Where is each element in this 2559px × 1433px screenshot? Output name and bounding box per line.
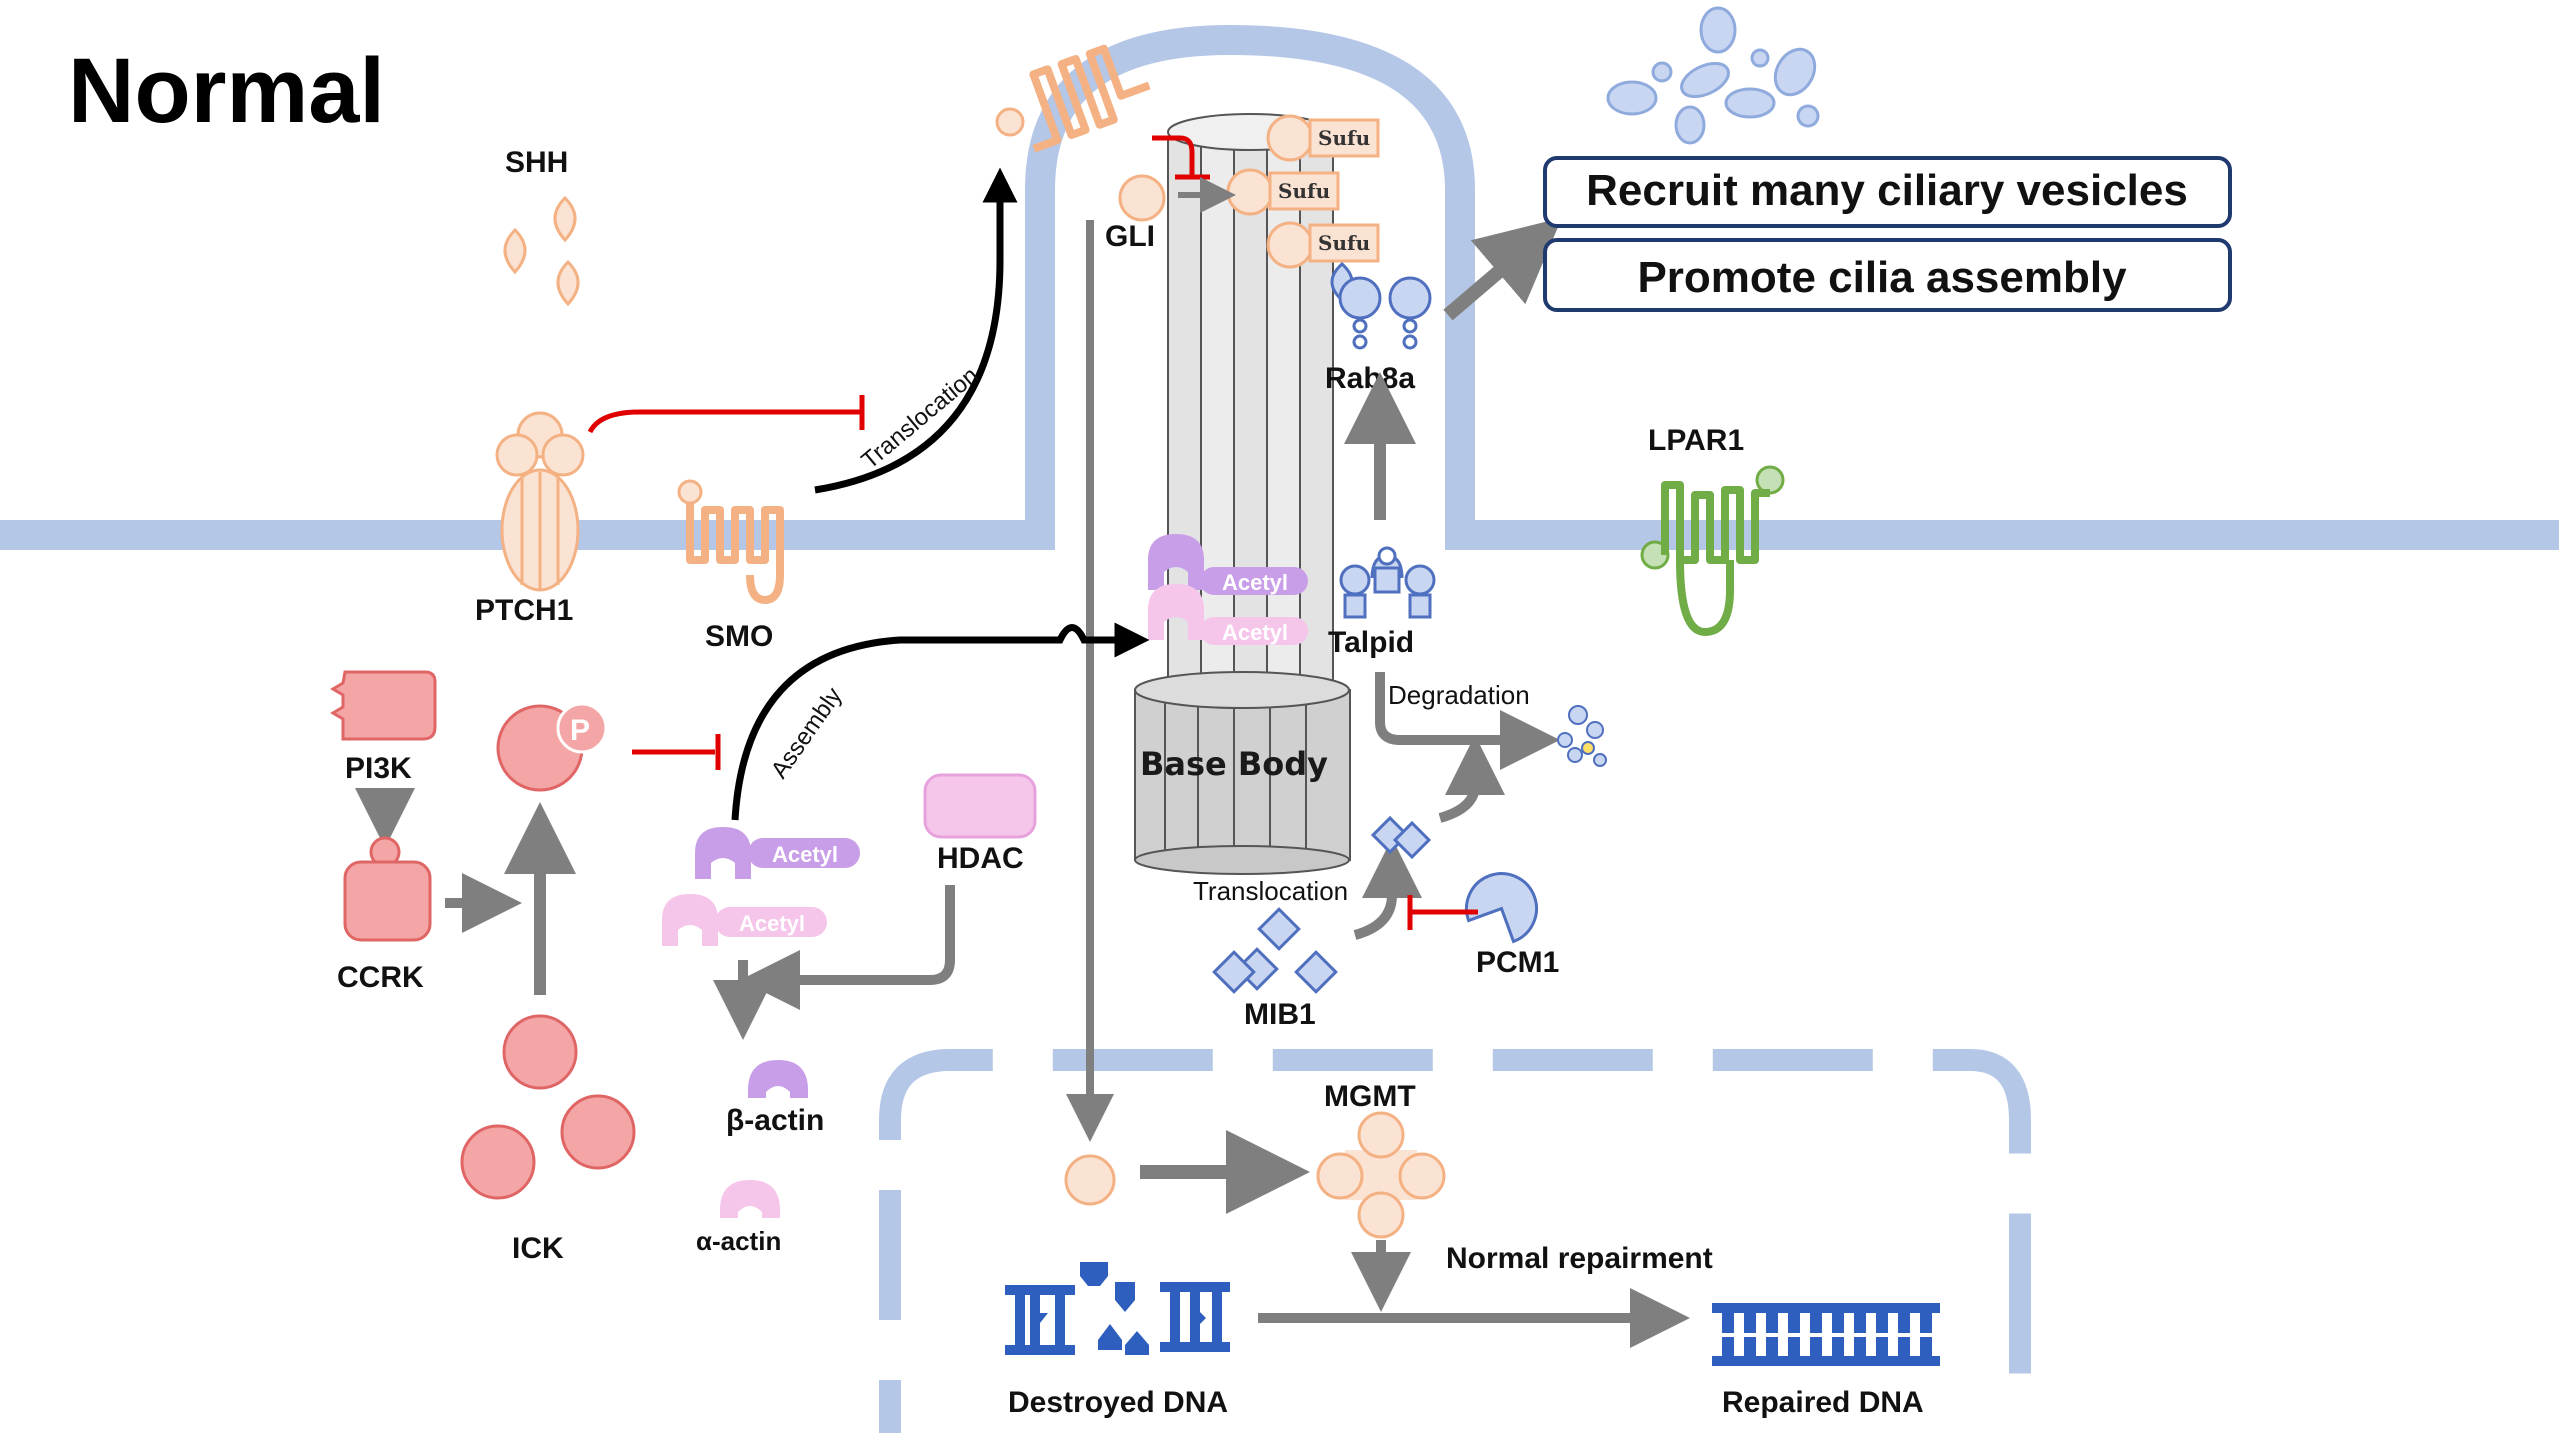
ccrk-protein: CCRK [337, 836, 432, 994]
pi3k-protein: PI3K [330, 670, 437, 785]
mib1-translocated [1370, 815, 1432, 860]
pcm1-label: PCM1 [1476, 946, 1559, 979]
destroyed-dna: Destroyed DNA [1005, 1262, 1230, 1419]
sufu-label-1: Sufu [1318, 126, 1370, 150]
promote-box: Promote cilia assembly [1543, 238, 2232, 312]
gli-nuclear [1064, 1154, 1116, 1206]
pi3k-label: PI3K [345, 752, 412, 785]
degradation-label: Degradation [1388, 680, 1530, 710]
alpha-actin: α-actin [696, 1180, 781, 1256]
repaired-dna: Repaired DNA [1712, 1303, 1940, 1419]
ick-label: ICK [512, 1232, 564, 1265]
recruit-text: Recruit many ciliary vesicles [1586, 166, 2188, 215]
acetyl-label-cyto-1: Acetyl [772, 842, 838, 867]
talpid-label: Talpid [1328, 626, 1414, 659]
gli-sufu-complexes: Sufu Sufu Sufu GLI [1105, 114, 1380, 269]
smo-receptor: SMO [677, 479, 784, 653]
gli-free [1118, 174, 1166, 222]
rab8a-protein: Rab8a [1325, 261, 1432, 395]
talpid-protein: Talpid [1328, 546, 1436, 659]
mib1-to-degradation-arrow [1438, 735, 1505, 823]
degradation-arrow [1375, 672, 1560, 770]
beta-actin-label: β-actin [726, 1104, 824, 1137]
mib1-protein: MIB1 [1212, 907, 1338, 1031]
mgmt-label: MGMT [1324, 1080, 1416, 1113]
lpar1-receptor: LPAR1 [1640, 424, 1785, 637]
smo-ciliary [995, 44, 1151, 153]
diagram-title: Normal [68, 40, 385, 142]
alpha-actin-label: α-actin [696, 1226, 781, 1256]
recruit-box: Recruit many ciliary vesicles [1543, 156, 2232, 228]
ick-protein: ICK [460, 1014, 636, 1265]
mgmt-enzyme: MGMT [1316, 1080, 1446, 1239]
shh-ligand: SHH [503, 146, 580, 307]
rab8a-to-vesicles-arrow [1443, 217, 1562, 321]
hdac-deacetylation-arrow [740, 885, 955, 1010]
base-body: Base Body [1134, 671, 1351, 875]
pcm1-protein: PCM1 [1465, 872, 1559, 979]
ptch1-label: PTCH1 [475, 594, 573, 627]
destroyed-dna-label: Destroyed DNA [1008, 1386, 1228, 1419]
promote-text: Promote cilia assembly [1637, 253, 2127, 302]
smo-label: SMO [705, 620, 773, 653]
translocation-upper-label: Translocation [857, 362, 984, 475]
sufu-label-2: Sufu [1278, 179, 1330, 203]
acetyl-label-cilium-1: Acetyl [1222, 570, 1288, 595]
normal-repairment-label: Normal repairment [1446, 1242, 1713, 1275]
ccrk-label: CCRK [337, 961, 424, 994]
mib1-label: MIB1 [1244, 998, 1316, 1031]
phospho-label: P [570, 714, 590, 747]
base-body-label: Base Body [1140, 745, 1328, 783]
hdac-label: HDAC [937, 842, 1024, 875]
sufu-label-3: Sufu [1318, 231, 1370, 255]
nuclear-envelope [879, 1049, 2031, 1433]
ick-phospho: P [496, 702, 608, 792]
acetyl-tubulin-cilium: Acetyl Acetyl [1148, 534, 1308, 645]
acetyl-label-cilium-2: Acetyl [1222, 620, 1288, 645]
acetyl-label-cyto-2: Acetyl [739, 911, 805, 936]
degraded-fragments [1557, 705, 1607, 767]
hdac-enzyme: HDAC [923, 773, 1037, 875]
translocation-lower-label: Translocation [1193, 876, 1348, 906]
repaired-dna-label: Repaired DNA [1722, 1386, 1924, 1419]
acetyl-tubulin-cytoplasm: Acetyl Acetyl [662, 827, 860, 946]
lpar1-label: LPAR1 [1648, 424, 1744, 457]
shh-label: SHH [505, 146, 568, 179]
ptch1-inhibit-line [587, 409, 862, 434]
mib1-translocation-arrow [1353, 838, 1422, 940]
rab8a-label: Rab8a [1325, 362, 1415, 395]
ptch1-receptor: PTCH1 [475, 411, 585, 627]
smo-inhibit-sufu-line [1152, 135, 1195, 175]
smo-translocation-arrow [814, 167, 1018, 494]
beta-actin: β-actin [726, 1060, 824, 1137]
gli-label: GLI [1105, 220, 1155, 253]
assembly-arrow [731, 622, 1150, 821]
ciliary-vesicles [1606, 6, 1820, 145]
